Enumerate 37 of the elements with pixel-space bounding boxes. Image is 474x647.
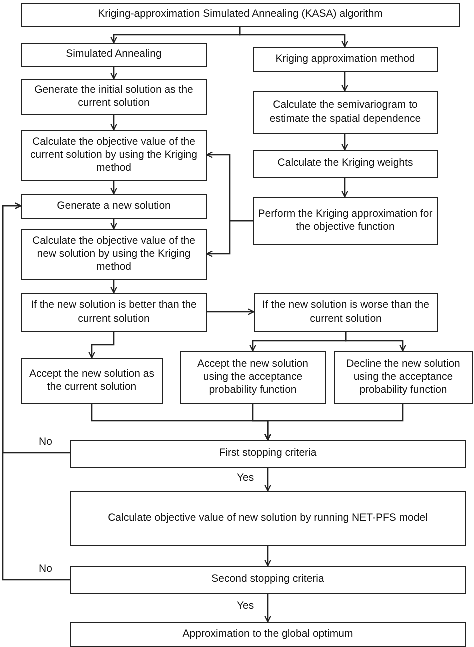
arrow (239, 27, 348, 48)
process-box: Calculate the objective value of the current solution by using the Kriging method (21, 130, 207, 181)
process-box: Second stopping criteria (70, 566, 466, 594)
arrow (110, 67, 118, 80)
process-box: Approximation to the global optimum (70, 622, 466, 647)
process-box: Perform the Kriging approximation for the objective function (253, 197, 438, 245)
arrow (342, 72, 348, 92)
process-box: Simulated Annealing (21, 43, 207, 67)
process-box: Generate a new solution (21, 194, 207, 219)
arrow (342, 178, 348, 198)
arrow (207, 308, 255, 316)
process-box: Kriging approximation method (253, 47, 438, 72)
arrow (110, 115, 118, 131)
arrow (264, 546, 272, 567)
arrow (110, 280, 118, 294)
arrow (88, 332, 115, 359)
process-box: Accept the new solution as the current solution (21, 358, 163, 404)
arrow (206, 220, 253, 258)
arrow (110, 219, 118, 230)
arrow (264, 594, 272, 623)
process-box: Decline the new solution using the acceptance probability function (334, 351, 473, 404)
process-box: Calculate the Kriging weights (253, 150, 438, 178)
process-box: First stopping criteria (70, 440, 466, 468)
arrow (110, 181, 118, 195)
process-box: If the new solution is worse than the current solution (254, 293, 438, 332)
arrow (342, 134, 348, 151)
arrow (264, 404, 404, 441)
process-box: Generate the initial solution as the current solution (21, 79, 207, 115)
process-box: Calculate the semivariogram to estimate the spatial dependence (253, 91, 438, 134)
process-box: Calculate the objective value of the new solution by using the Kriging method (21, 229, 207, 280)
arrow (345, 332, 406, 352)
process-box: If the new solution is better than the current solution (21, 293, 207, 332)
arrow (264, 468, 272, 492)
process-box: Calculate objective value of new solution by running NET-PFS model (70, 491, 466, 546)
process-box: Accept the new solution using the acceptance probability function (180, 351, 326, 404)
process-box: Kriging-approximation Simulated Annealing (KASA) algorithm (21, 3, 460, 27)
arrow (2, 202, 70, 581)
